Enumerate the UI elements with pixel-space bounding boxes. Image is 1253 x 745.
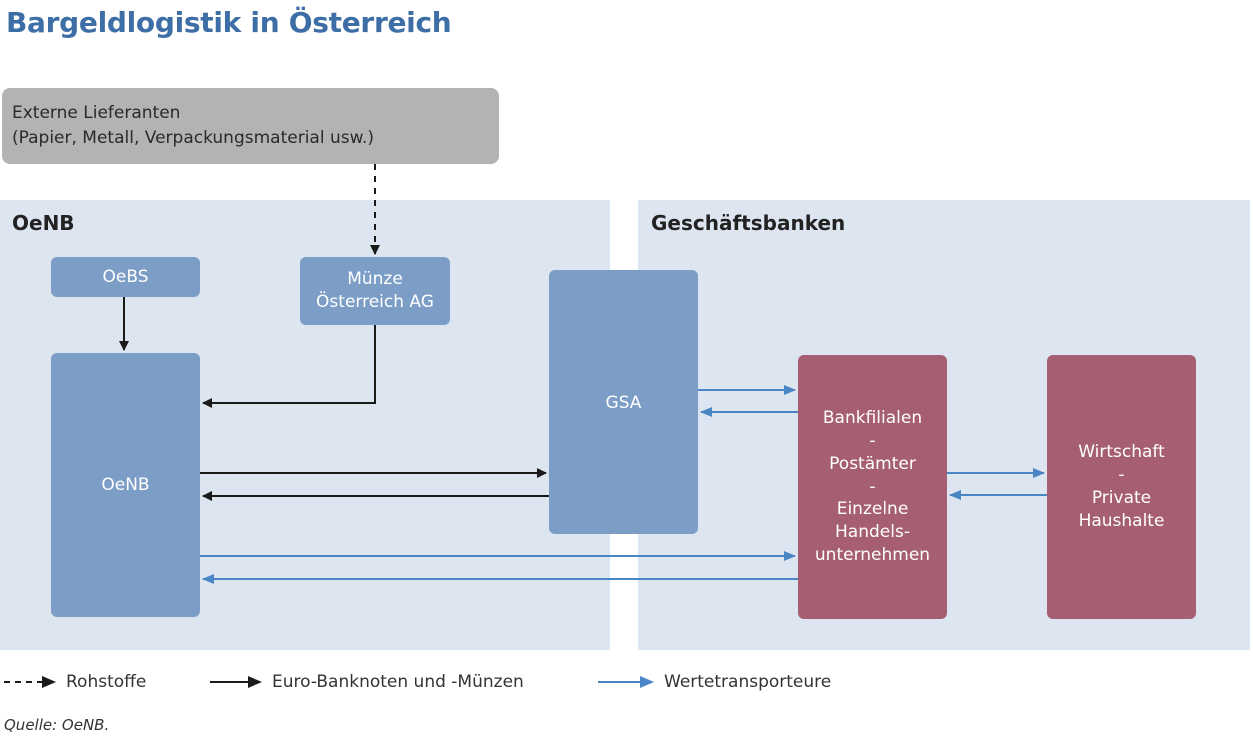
dashed-arrow-icon	[4, 676, 56, 688]
source-note: Quelle: OeNB.	[4, 716, 110, 734]
bank-box-line: Bankfilialen	[822, 407, 923, 428]
legend-transporters-label: Wertetransporteure	[664, 672, 832, 692]
oebs-box: OeBS	[51, 257, 200, 297]
muenze-to-oenb-arrow	[202, 325, 376, 408]
legend-transporters: Wertetransporteure	[598, 670, 831, 694]
bank-box-line: -	[869, 430, 876, 451]
economy-box-line: -	[1118, 465, 1125, 486]
blue-arrow-icon	[598, 676, 654, 688]
commercial-banks-panel-label: Geschäftsbanken	[651, 211, 846, 235]
oenb-box: OeNB	[51, 353, 200, 617]
oenb-panel-label: OeNB	[12, 211, 75, 235]
economy-box-line: Wirtschaft	[1078, 442, 1165, 463]
bank-box-line: -	[869, 476, 876, 497]
page-title: Bargeldlogistik in Österreich	[6, 6, 452, 39]
economy-households-box: Wirtschaft - Private Haushalte	[1047, 355, 1196, 619]
muenze-line: Österreich AG	[316, 292, 434, 312]
external-suppliers-box: Externe Lieferanten (Papier, Metall, Ver…	[2, 88, 499, 164]
bank-box-line: Handels-	[835, 522, 910, 543]
gsa-label: GSA	[605, 393, 642, 413]
oenb-label: OeNB	[101, 474, 150, 495]
bank-box-line: Einzelne	[836, 499, 909, 520]
economy-box-line: Haushalte	[1078, 510, 1165, 531]
oebs-label: OeBS	[102, 266, 149, 287]
legend-euro-label: Euro-Banknoten und -Münzen	[272, 672, 524, 692]
legend-raw-materials: Rohstoffe	[4, 670, 146, 694]
external-suppliers-line2: (Papier, Metall, Verpackungsmaterial usw…	[12, 128, 374, 148]
muenze-box: Münze Österreich AG	[300, 257, 450, 325]
bank-box-line: unternehmen	[814, 545, 931, 566]
external-suppliers-line1: Externe Lieferanten	[12, 103, 181, 124]
muenze-line: Münze	[347, 269, 403, 290]
bank-box-line: Postämter	[829, 453, 916, 474]
economy-box-line: Private	[1091, 488, 1152, 508]
legend-euro: Euro-Banknoten und -Münzen	[210, 670, 524, 694]
legend-raw-materials-label: Rohstoffe	[66, 672, 147, 692]
black-arrow-icon	[210, 676, 262, 688]
gsa-box: GSA	[549, 270, 698, 534]
bank-branches-box: Bankfilialen - Postämter - Einzelne Hand…	[798, 355, 947, 619]
